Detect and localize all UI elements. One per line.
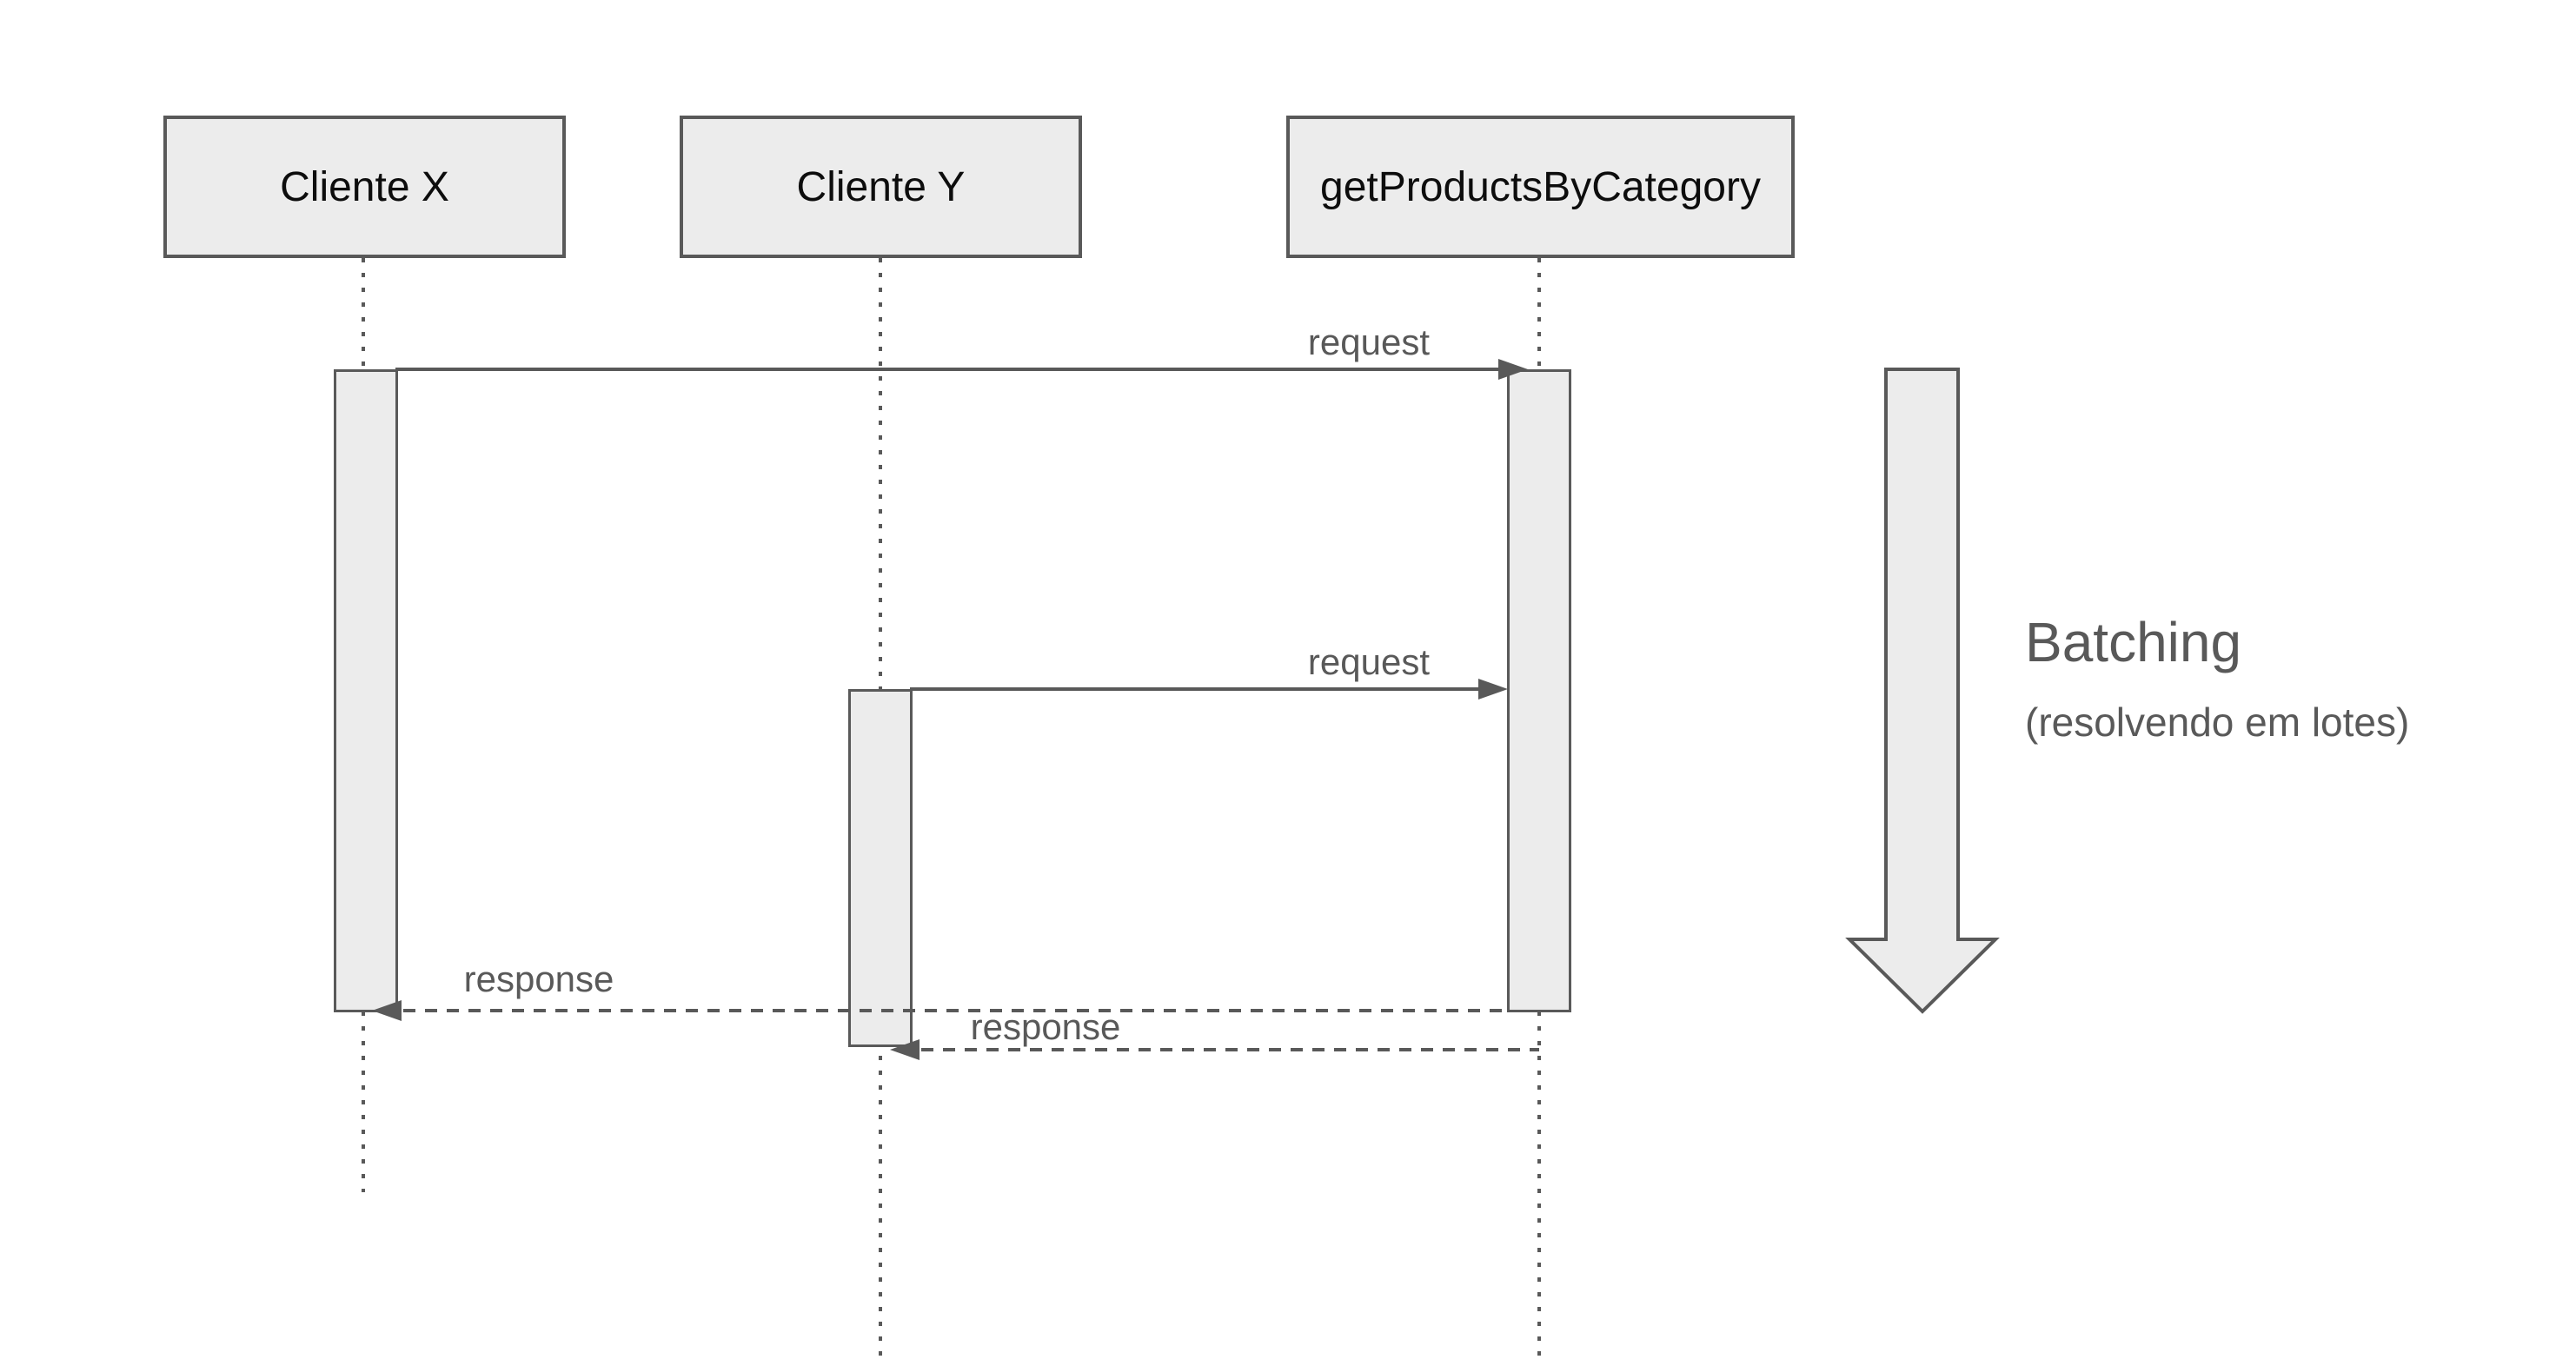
actor-box-cliente-y: Cliente Y (680, 116, 1082, 258)
actor-box-cliente-x: Cliente X (163, 116, 566, 258)
activation-bar-cliente-y (848, 689, 913, 1047)
message-label-request-2: request (1307, 641, 1430, 682)
actor-label-cliente-y: Cliente Y (796, 163, 966, 210)
message-label-response-1: response (463, 958, 614, 999)
request-arrow-2-head (1478, 679, 1508, 700)
message-label-response-2: response (970, 1006, 1121, 1047)
actor-label-cliente-x: Cliente X (280, 163, 449, 210)
response-arrow-1-head (372, 1000, 402, 1021)
batching-title: Batching (2025, 611, 2242, 673)
request-arrow-1-line (395, 368, 1501, 371)
response-arrow-2-head (890, 1039, 920, 1060)
batching-arrow (1845, 368, 2000, 1014)
response-arrow-2-line (921, 1048, 1539, 1051)
response-arrow-1-line (403, 1009, 1508, 1012)
activation-bar-cliente-x (334, 369, 398, 1012)
actor-box-get-products-by-category: getProductsByCategory (1286, 116, 1795, 258)
activation-bar-get-products-by-category (1507, 369, 1571, 1012)
batching-subtitle: (resolvendo em lotes) (2025, 700, 2410, 745)
request-arrow-2-line (910, 687, 1484, 691)
actor-label-get-products-by-category: getProductsByCategory (1320, 163, 1761, 210)
message-label-request-1: request (1307, 322, 1430, 362)
request-arrow-1-head (1498, 359, 1528, 380)
